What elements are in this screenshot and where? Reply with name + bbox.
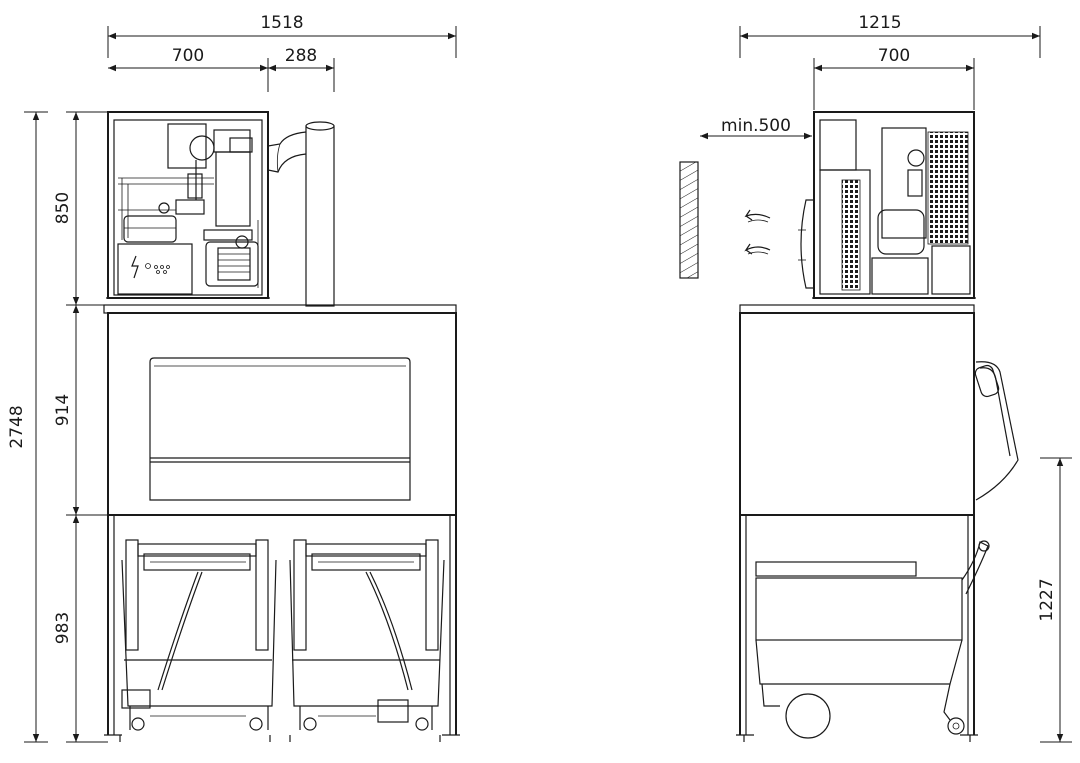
dim-label-700-front: 700 bbox=[172, 46, 204, 66]
side-storage-bin bbox=[739, 304, 1019, 516]
airflow-arrow-icon bbox=[744, 209, 771, 255]
dim-label-850: 850 bbox=[53, 192, 73, 224]
dim-label-700-side: 700 bbox=[878, 46, 910, 66]
dim-front-unit-width: 700 288 bbox=[108, 46, 335, 92]
lightning-bolt-icon bbox=[131, 255, 139, 279]
dim-label-2748: 2748 bbox=[7, 405, 27, 448]
front-view: 1518 700 288 2748 850 914 983 bbox=[7, 13, 460, 743]
dim-front-total-width: 1518 bbox=[107, 13, 457, 58]
dim-side-clearance: min.500 bbox=[700, 116, 812, 140]
side-stand-with-cart bbox=[736, 515, 990, 742]
dim-side-total-width: 1215 bbox=[739, 13, 1041, 58]
front-ice-maker-unit bbox=[106, 111, 270, 299]
dim-label-1215: 1215 bbox=[858, 13, 901, 33]
dim-side-unit-width: 700 bbox=[813, 46, 975, 110]
front-storage-bin bbox=[103, 304, 457, 516]
dim-total-height: 2748 bbox=[7, 111, 48, 743]
dim-label-min500: min.500 bbox=[721, 116, 791, 136]
dim-unit-height: 850 914 983 bbox=[53, 111, 108, 743]
front-stand-with-carts bbox=[104, 515, 460, 742]
dim-label-1227: 1227 bbox=[1037, 578, 1057, 621]
dim-label-983: 983 bbox=[53, 612, 73, 644]
dim-label-288: 288 bbox=[285, 46, 317, 66]
side-view: 1215 700 min.500 bbox=[679, 13, 1072, 743]
dim-label-914: 914 bbox=[53, 394, 73, 426]
side-ice-maker-unit bbox=[798, 111, 976, 299]
dim-label-1518: 1518 bbox=[260, 13, 303, 33]
wall-hatch bbox=[679, 161, 699, 279]
front-discharge-pipe bbox=[267, 121, 335, 307]
dim-handle-height: 1227 bbox=[1037, 457, 1072, 743]
